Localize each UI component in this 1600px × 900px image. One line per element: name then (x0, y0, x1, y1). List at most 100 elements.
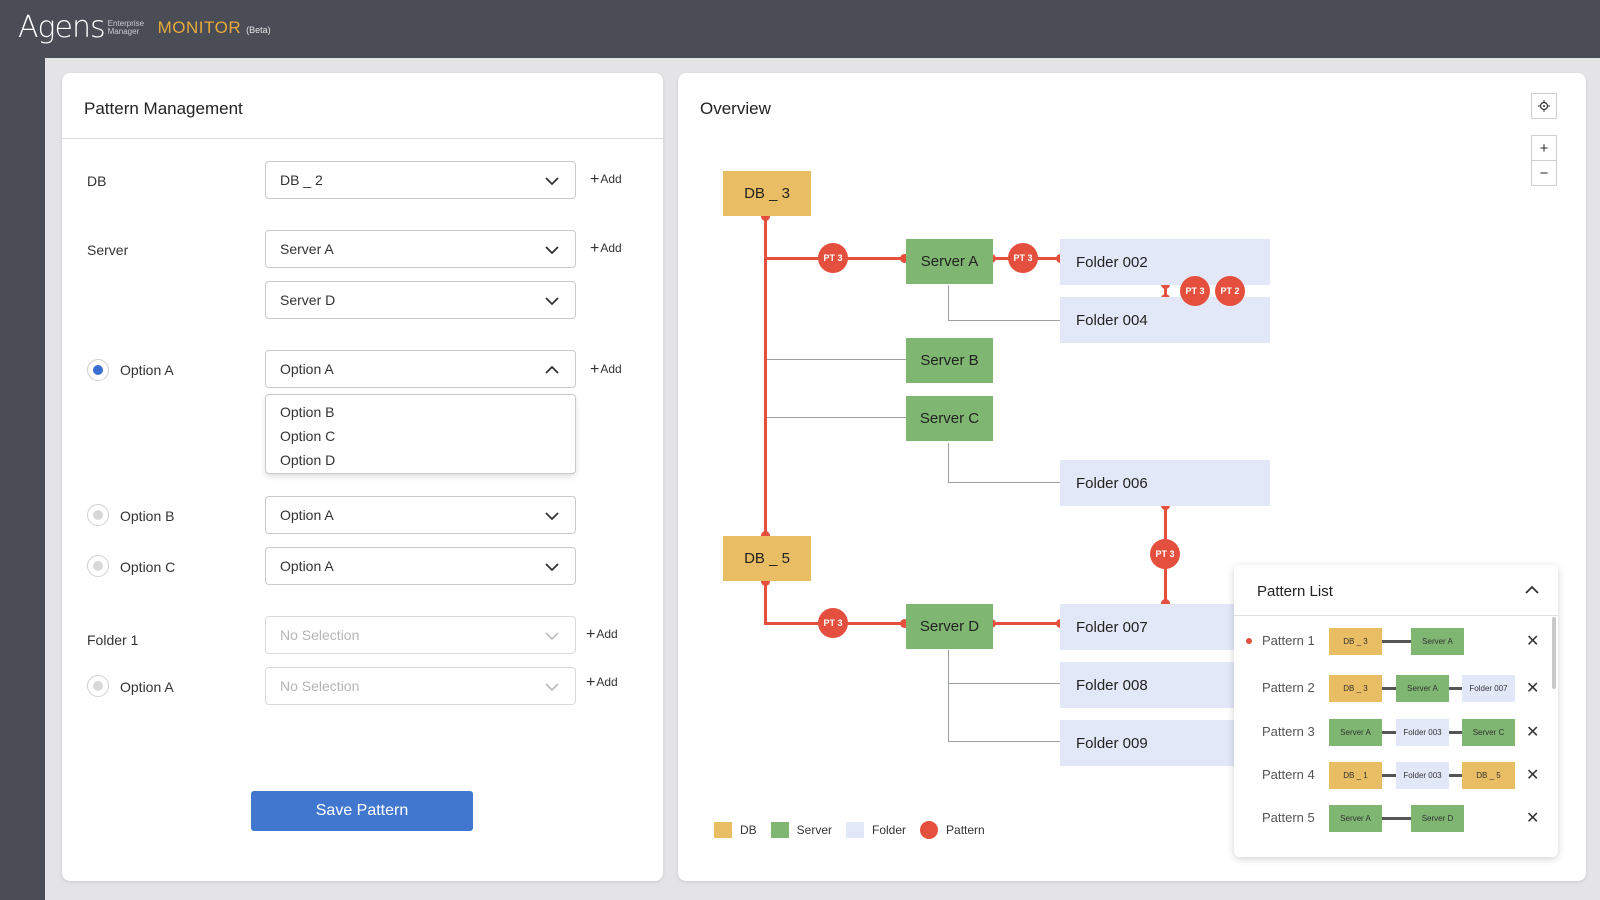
chevron-up-icon (545, 365, 559, 374)
scrollbar[interactable] (1552, 617, 1556, 689)
option-c-select[interactable]: Option A (265, 547, 576, 585)
folder-select[interactable]: No Selection (265, 616, 576, 654)
server-select-2[interactable]: Server D (265, 281, 576, 319)
folder-option-a-label: Option A (120, 679, 174, 695)
recenter-button[interactable] (1531, 93, 1557, 119)
db-label: DB (87, 173, 107, 189)
save-pattern-button[interactable]: Save Pattern (251, 791, 473, 831)
chevron-down-icon (545, 512, 559, 521)
pattern-marker[interactable]: PT 3 (818, 608, 848, 638)
chevron-down-icon (545, 177, 559, 186)
db-node-db5[interactable]: DB _ 5 (723, 536, 811, 581)
folder-node-004[interactable]: Folder 004 (1060, 297, 1270, 343)
option-b-select[interactable]: Option A (265, 496, 576, 534)
mini-node: DB _ 1 (1329, 762, 1382, 789)
mini-node: Folder 003 (1396, 762, 1449, 789)
folder-node-006[interactable]: Folder 006 (1060, 460, 1270, 506)
chevron-down-icon (545, 632, 559, 641)
app-logo[interactable]: Agens Enterprise Manager MONITOR (Beta) (18, 10, 271, 45)
server-node-d[interactable]: Server D (906, 604, 993, 649)
legend-folder: Folder (846, 822, 906, 838)
mini-node: Server A (1411, 628, 1464, 655)
pattern-edge (764, 216, 767, 536)
pattern-edge (991, 622, 1060, 625)
edge-joint (761, 531, 770, 540)
mini-node: Server C (1462, 719, 1515, 746)
option-a-dropdown-menu: Option B Option C Option D (265, 394, 576, 474)
chevron-down-icon (545, 563, 559, 572)
db-select[interactable]: DB _ 2 (265, 161, 576, 199)
edge-joint (900, 619, 909, 628)
close-icon[interactable]: ✕ (1526, 633, 1540, 650)
pattern-marker[interactable]: PT 2 (1215, 276, 1245, 306)
close-icon[interactable]: ✕ (1526, 680, 1540, 697)
mini-link (1381, 640, 1411, 643)
folder-label: Folder 1 (87, 632, 139, 648)
close-icon[interactable]: ✕ (1526, 767, 1540, 784)
legend: DB Server Folder Pattern (714, 821, 999, 839)
pattern-list-title: Pattern List (1257, 583, 1333, 600)
server-node-a[interactable]: Server A (906, 239, 993, 284)
add-folder-button[interactable]: +Add (586, 626, 618, 643)
folder-select-value: No Selection (280, 627, 360, 643)
connector-line (948, 650, 949, 741)
pattern-row[interactable]: Pattern 2 DB _ 3 Server A Folder 007 ✕ (1234, 673, 1558, 703)
close-icon[interactable]: ✕ (1526, 724, 1540, 741)
pattern-marker[interactable]: PT 3 (818, 243, 848, 273)
pattern-row[interactable]: Pattern 1 DB _ 3 Server A ✕ (1234, 626, 1558, 656)
panel-title: Pattern Management (84, 99, 243, 118)
dropdown-option[interactable]: Option C (280, 428, 336, 444)
chevron-up-icon[interactable] (1524, 583, 1540, 597)
pattern-marker[interactable]: PT 3 (1180, 276, 1210, 306)
edge-joint (761, 212, 770, 221)
server-select-2-value: Server D (280, 292, 336, 308)
pattern-management-panel: Pattern Management DB DB _ 2 +Add Server… (62, 73, 663, 881)
pattern-name: Pattern 2 (1262, 680, 1315, 695)
add-server-button[interactable]: +Add (590, 240, 622, 257)
server-node-c[interactable]: Server C (906, 396, 993, 441)
sidebar (0, 58, 45, 900)
pattern-row[interactable]: Pattern 4 DB _ 1 Folder 003 DB _ 5 ✕ (1234, 760, 1558, 790)
folder-option-a-radio[interactable] (87, 675, 109, 697)
option-b-radio[interactable] (87, 504, 109, 526)
option-a-radio[interactable] (87, 359, 109, 381)
mini-node: DB _ 3 (1329, 675, 1382, 702)
pattern-edge (764, 581, 767, 623)
legend-db: DB (714, 822, 757, 838)
logo-enterprise-manager: Enterprise Manager (107, 18, 145, 36)
option-c-radio[interactable] (87, 555, 109, 577)
edge-joint (761, 577, 770, 586)
pattern-row[interactable]: Pattern 3 Server A Folder 003 Server C ✕ (1234, 717, 1558, 747)
chevron-down-icon (545, 297, 559, 306)
option-c-select-value: Option A (280, 558, 334, 574)
db-select-value: DB _ 2 (280, 172, 323, 188)
add-db-button[interactable]: +Add (590, 171, 622, 188)
dropdown-option[interactable]: Option B (280, 404, 335, 420)
server-select-1-value: Server A (280, 241, 334, 257)
connector-line (766, 417, 906, 418)
close-icon[interactable]: ✕ (1526, 810, 1540, 827)
mini-node: DB _ 5 (1462, 762, 1515, 789)
option-a-select[interactable]: Option A (265, 350, 576, 388)
zoom-in-button[interactable]: + (1531, 135, 1557, 161)
zoom-out-button[interactable]: − (1531, 160, 1557, 186)
legend-pattern: Pattern (920, 821, 985, 839)
dropdown-option[interactable]: Option D (280, 452, 336, 468)
pattern-row[interactable]: Pattern 5 Server A Server D ✕ (1234, 803, 1558, 833)
connector-line (948, 443, 949, 482)
connector-line (948, 741, 1060, 742)
connector-line (948, 482, 1060, 483)
server-node-b[interactable]: Server B (906, 338, 993, 383)
folder-node-002[interactable]: Folder 002 (1060, 239, 1270, 285)
pattern-marker[interactable]: PT 3 (1008, 243, 1038, 273)
add-option-a-button[interactable]: +Add (590, 361, 622, 378)
add-folder-option-button[interactable]: +Add (586, 674, 618, 691)
db-node-db3[interactable]: DB _ 3 (723, 171, 811, 216)
connector-line (766, 359, 906, 360)
chevron-down-icon (545, 246, 559, 255)
folder-option-a-select[interactable]: No Selection (265, 667, 576, 705)
server-select-1[interactable]: Server A (265, 230, 576, 268)
edge-joint (900, 254, 909, 263)
edge-joint (1161, 599, 1170, 608)
pattern-marker[interactable]: PT 3 (1150, 539, 1180, 569)
